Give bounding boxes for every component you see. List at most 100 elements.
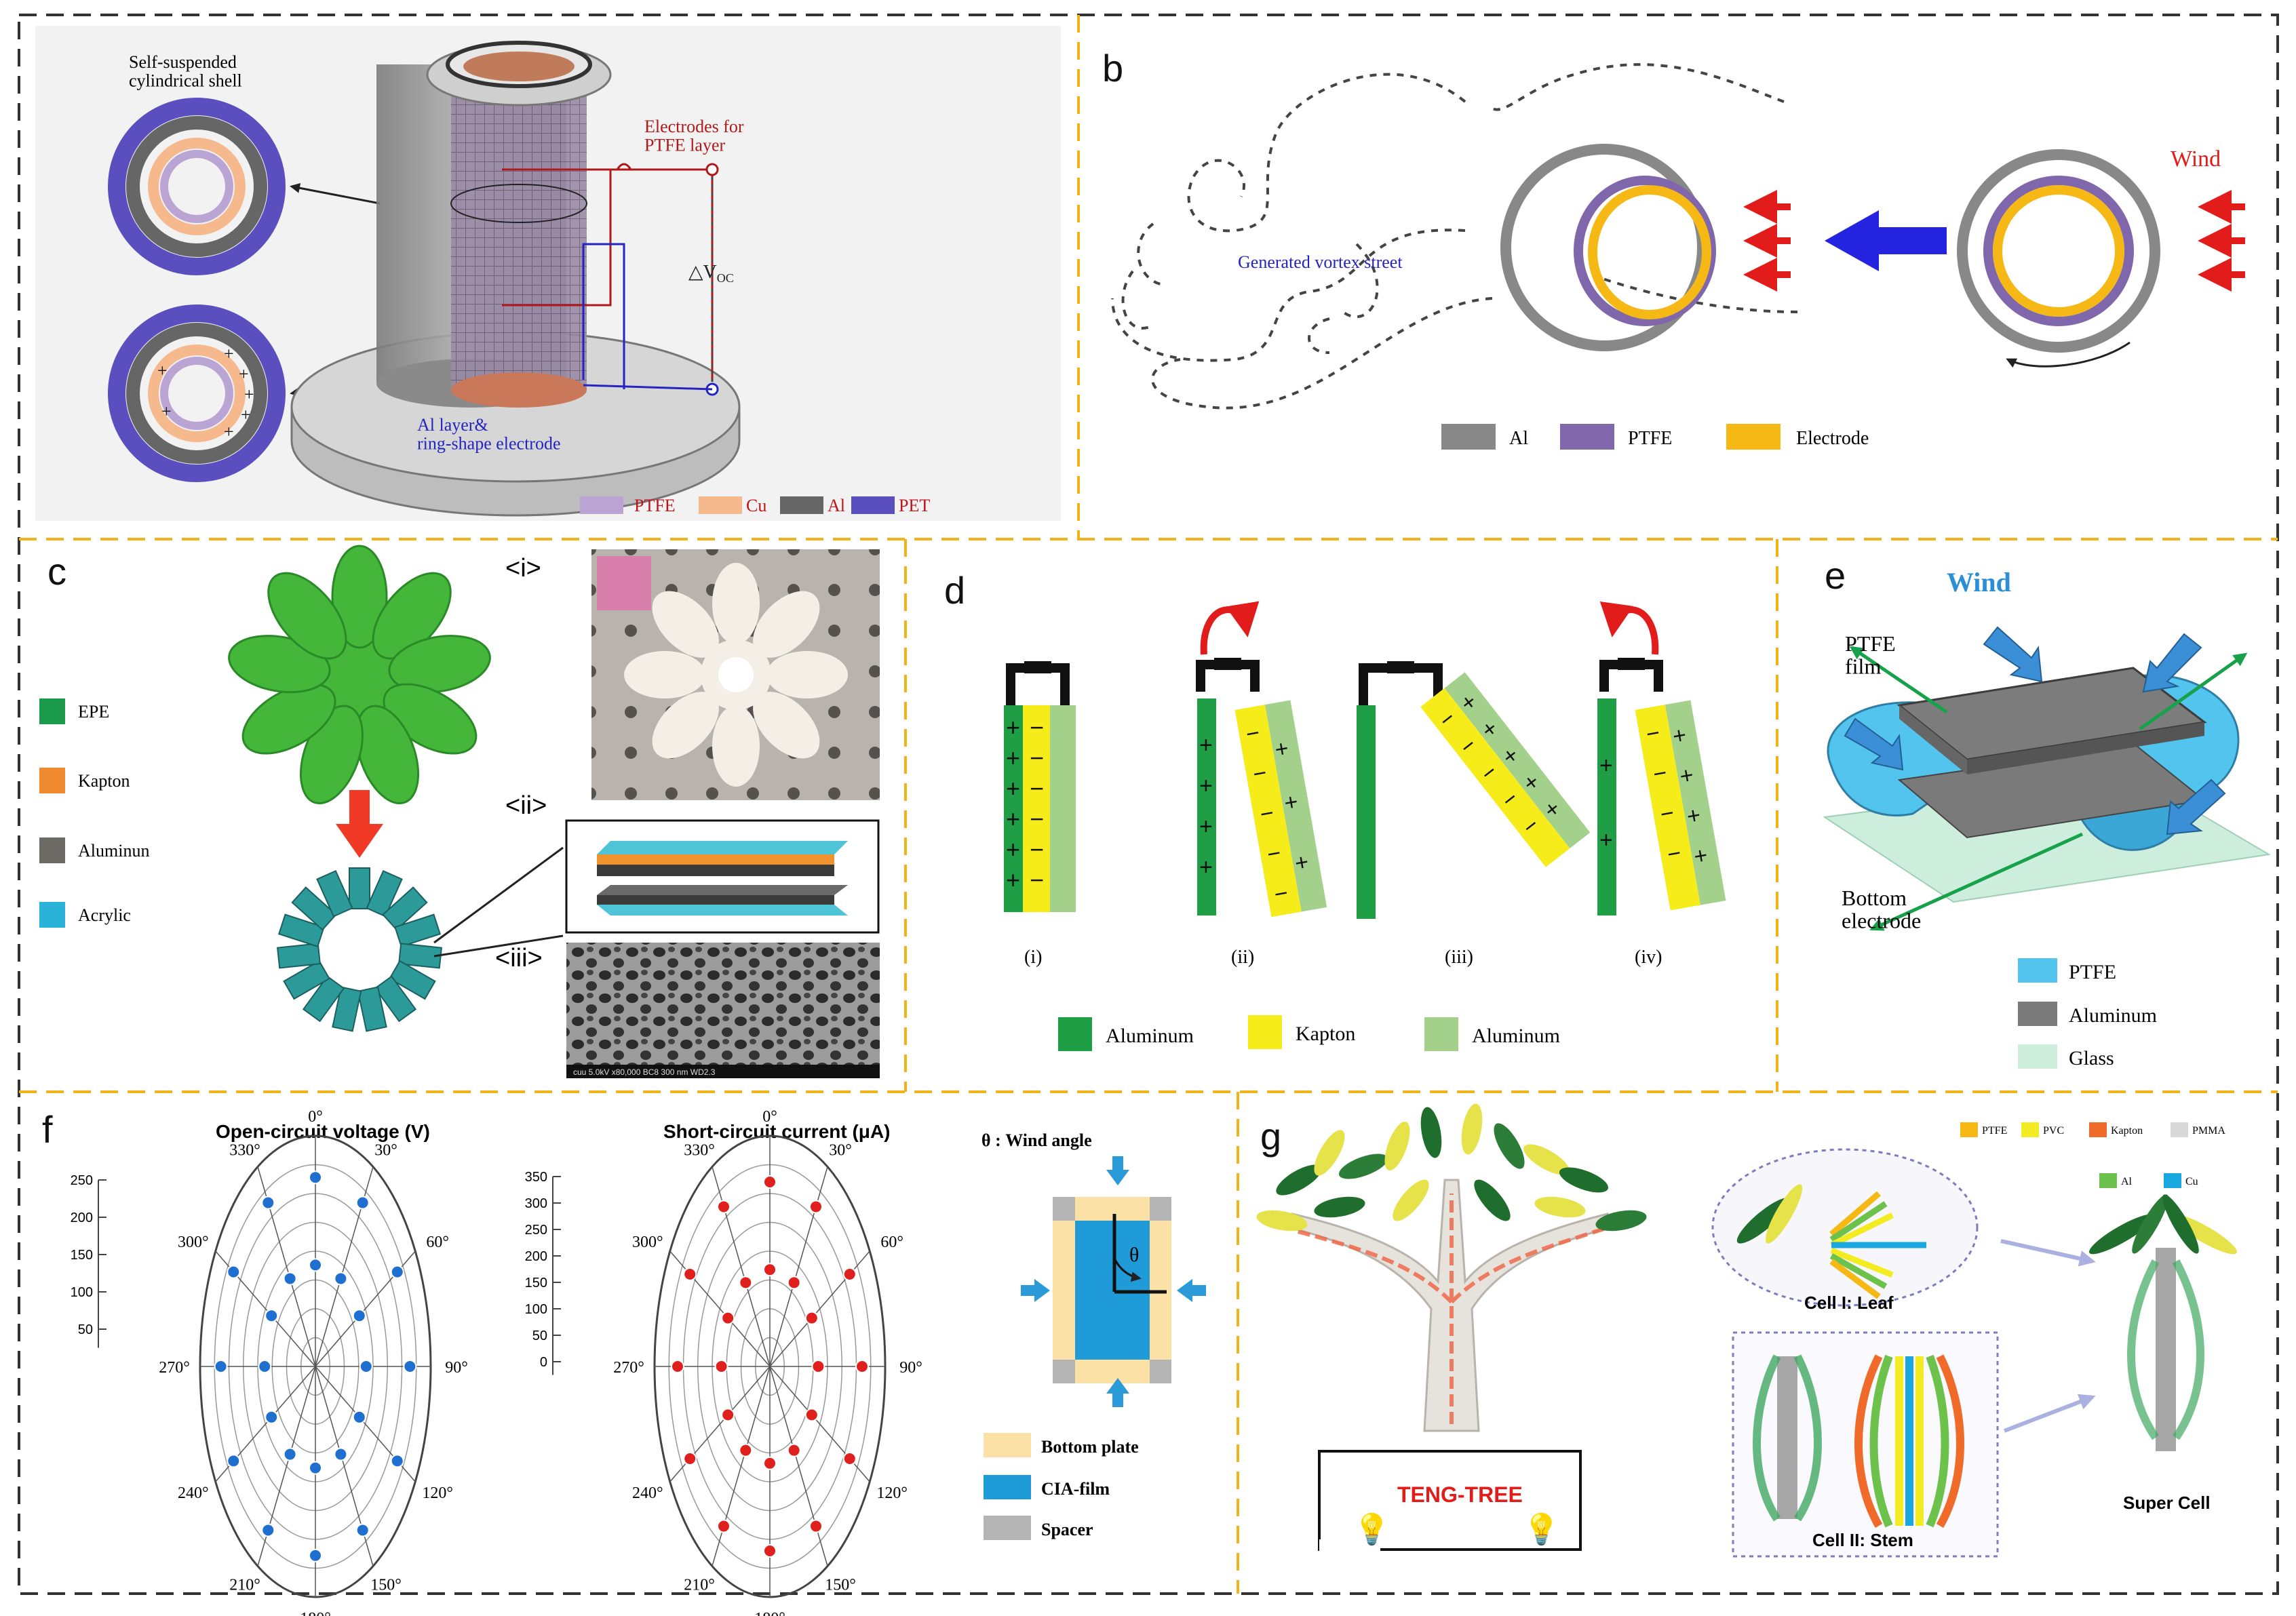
angle-tick-label: 30° [374,1142,397,1160]
polar-data-point [804,1408,819,1422]
scale-tick-label: 100 [525,1302,547,1317]
polar-data-point [739,1276,753,1290]
polar-data-point [739,1443,753,1457]
polar-data-point [227,1454,241,1468]
svg-text:Aluminun: Aluminun [78,841,149,861]
stage-iv: −−−− ++++ ++ [1597,601,1726,915]
polar-data-point [309,1170,322,1185]
plate-ring [276,867,443,1032]
al-layer-label: Al layer&ring-shape electrode [417,415,561,453]
angle-tick-label: 150° [825,1576,856,1594]
svg-text:+: + [241,405,251,425]
polar-data-point [261,1523,275,1537]
angle-tick-label: 240° [178,1484,209,1502]
scale-tick-label: 150 [71,1248,93,1263]
bulb-icon: 💡 [1353,1512,1390,1546]
panel-label-f: f [42,1108,53,1151]
polar-data-point [671,1360,684,1373]
svg-text:Electrode: Electrode [1796,428,1869,449]
polar-data-point [334,1272,348,1286]
scale-tick-label: 350 [525,1170,547,1185]
angle-tick-label: 120° [422,1484,453,1502]
svg-text:+: + [1006,744,1020,772]
angle-tick-label: 300° [632,1234,663,1251]
angle-tick-label: 90° [899,1359,922,1377]
angle-tick-label: 300° [178,1234,209,1251]
panel-label-g: g [1260,1115,1281,1158]
angle-tick-label: 150° [370,1576,402,1594]
svg-text:Cu: Cu [2185,1176,2198,1187]
structure-deformed [1500,144,1716,351]
polar-data-point [258,1360,272,1373]
svg-text:Kapton: Kapton [1296,1023,1355,1045]
stage-label-i: (i) [1024,947,1042,968]
legend-a: PTFE Cu Al PET [580,496,930,515]
scale-tick-label: 50 [532,1328,547,1343]
svg-text:−: − [1030,835,1044,863]
panel-label-c: c [47,550,66,593]
panel-c: EPE Kapton Aluminun Acrylic [39,545,880,1078]
svg-text:PTFE: PTFE [2069,961,2116,983]
legend-b: Al PTFE Electrode [1441,424,1869,450]
vortex-street [1111,63,1798,410]
scale-tick-label: 150 [525,1276,547,1290]
svg-text:Glass: Glass [2069,1047,2114,1069]
polar-spoke [712,1366,771,1566]
polar-data-point [261,1196,275,1210]
svg-text:−: − [1030,713,1044,741]
polar-data-point [403,1360,417,1373]
svg-text:Cell II: Stem: Cell II: Stem [1812,1530,1913,1550]
polar-spoke [769,1250,870,1367]
scale-tick-label: 0 [540,1355,547,1370]
photo-flower [591,549,880,800]
scale-tick-label: 200 [71,1210,93,1225]
polar-data-point [683,1452,697,1465]
polar-data-point [355,1523,370,1537]
stage-iii: −−−−− +++++ [1357,661,1591,919]
svg-text:Cu: Cu [746,496,766,515]
teng-tree-label: TENG-TREE [1397,1482,1523,1507]
scale-tick-label: 250 [525,1223,547,1238]
panel-label-d: d [944,569,965,612]
svg-text:Aluminum: Aluminum [2069,1004,2157,1027]
cell-leaf: Cell I: Leaf [1711,1148,1979,1313]
polar-data-point [390,1265,404,1279]
polar-data-point [227,1265,241,1279]
panel-label-b: b [1102,47,1123,90]
stage-label-iii: (iii) [1445,947,1473,968]
svg-text:CIA-film: CIA-film [1041,1479,1110,1499]
angle-tick-label: 270° [613,1359,644,1377]
polar-data-point [283,1272,297,1286]
angle-tick-label: 0° [762,1108,777,1126]
sub-label-i: <i> [505,554,541,583]
polar-data-point [855,1360,869,1373]
polar-data-point [717,1519,731,1533]
sub-label-ii: <ii> [505,791,547,820]
polar-data-point [334,1447,348,1461]
leaves [1256,1103,1647,1231]
legend-e: PTFE Aluminum Glass [2018,958,2157,1069]
polar-spoke [769,1166,828,1367]
svg-text:Cell I: Leaf: Cell I: Leaf [1804,1293,1894,1313]
polar-data-point [265,1309,279,1323]
tree-circuit: 💡 💡 [1318,1450,1582,1560]
bulb-icon: 💡 [1523,1512,1560,1546]
stage-label-ii: (ii) [1231,947,1254,968]
polar-data-point [390,1454,404,1468]
svg-text:+: + [1199,854,1213,880]
polar-data-point [721,1311,735,1325]
cell-stem: Cell II: Stem [1732,1331,1999,1558]
polar-data-point [809,1519,823,1533]
svg-text:θ: θ [1129,1244,1139,1266]
svg-text:+: + [224,422,234,441]
svg-text:Al: Al [2121,1176,2133,1187]
legend-g: PTFE PVC Kapton PMMA Al Cu [1960,1122,2225,1188]
svg-text:Spacer: Spacer [1041,1520,1093,1539]
svg-text:PTFE: PTFE [634,496,676,515]
svg-text:+: + [1006,835,1020,863]
svg-text:Bottom plate: Bottom plate [1041,1437,1139,1457]
cia-schematic: θ [1021,1156,1206,1407]
